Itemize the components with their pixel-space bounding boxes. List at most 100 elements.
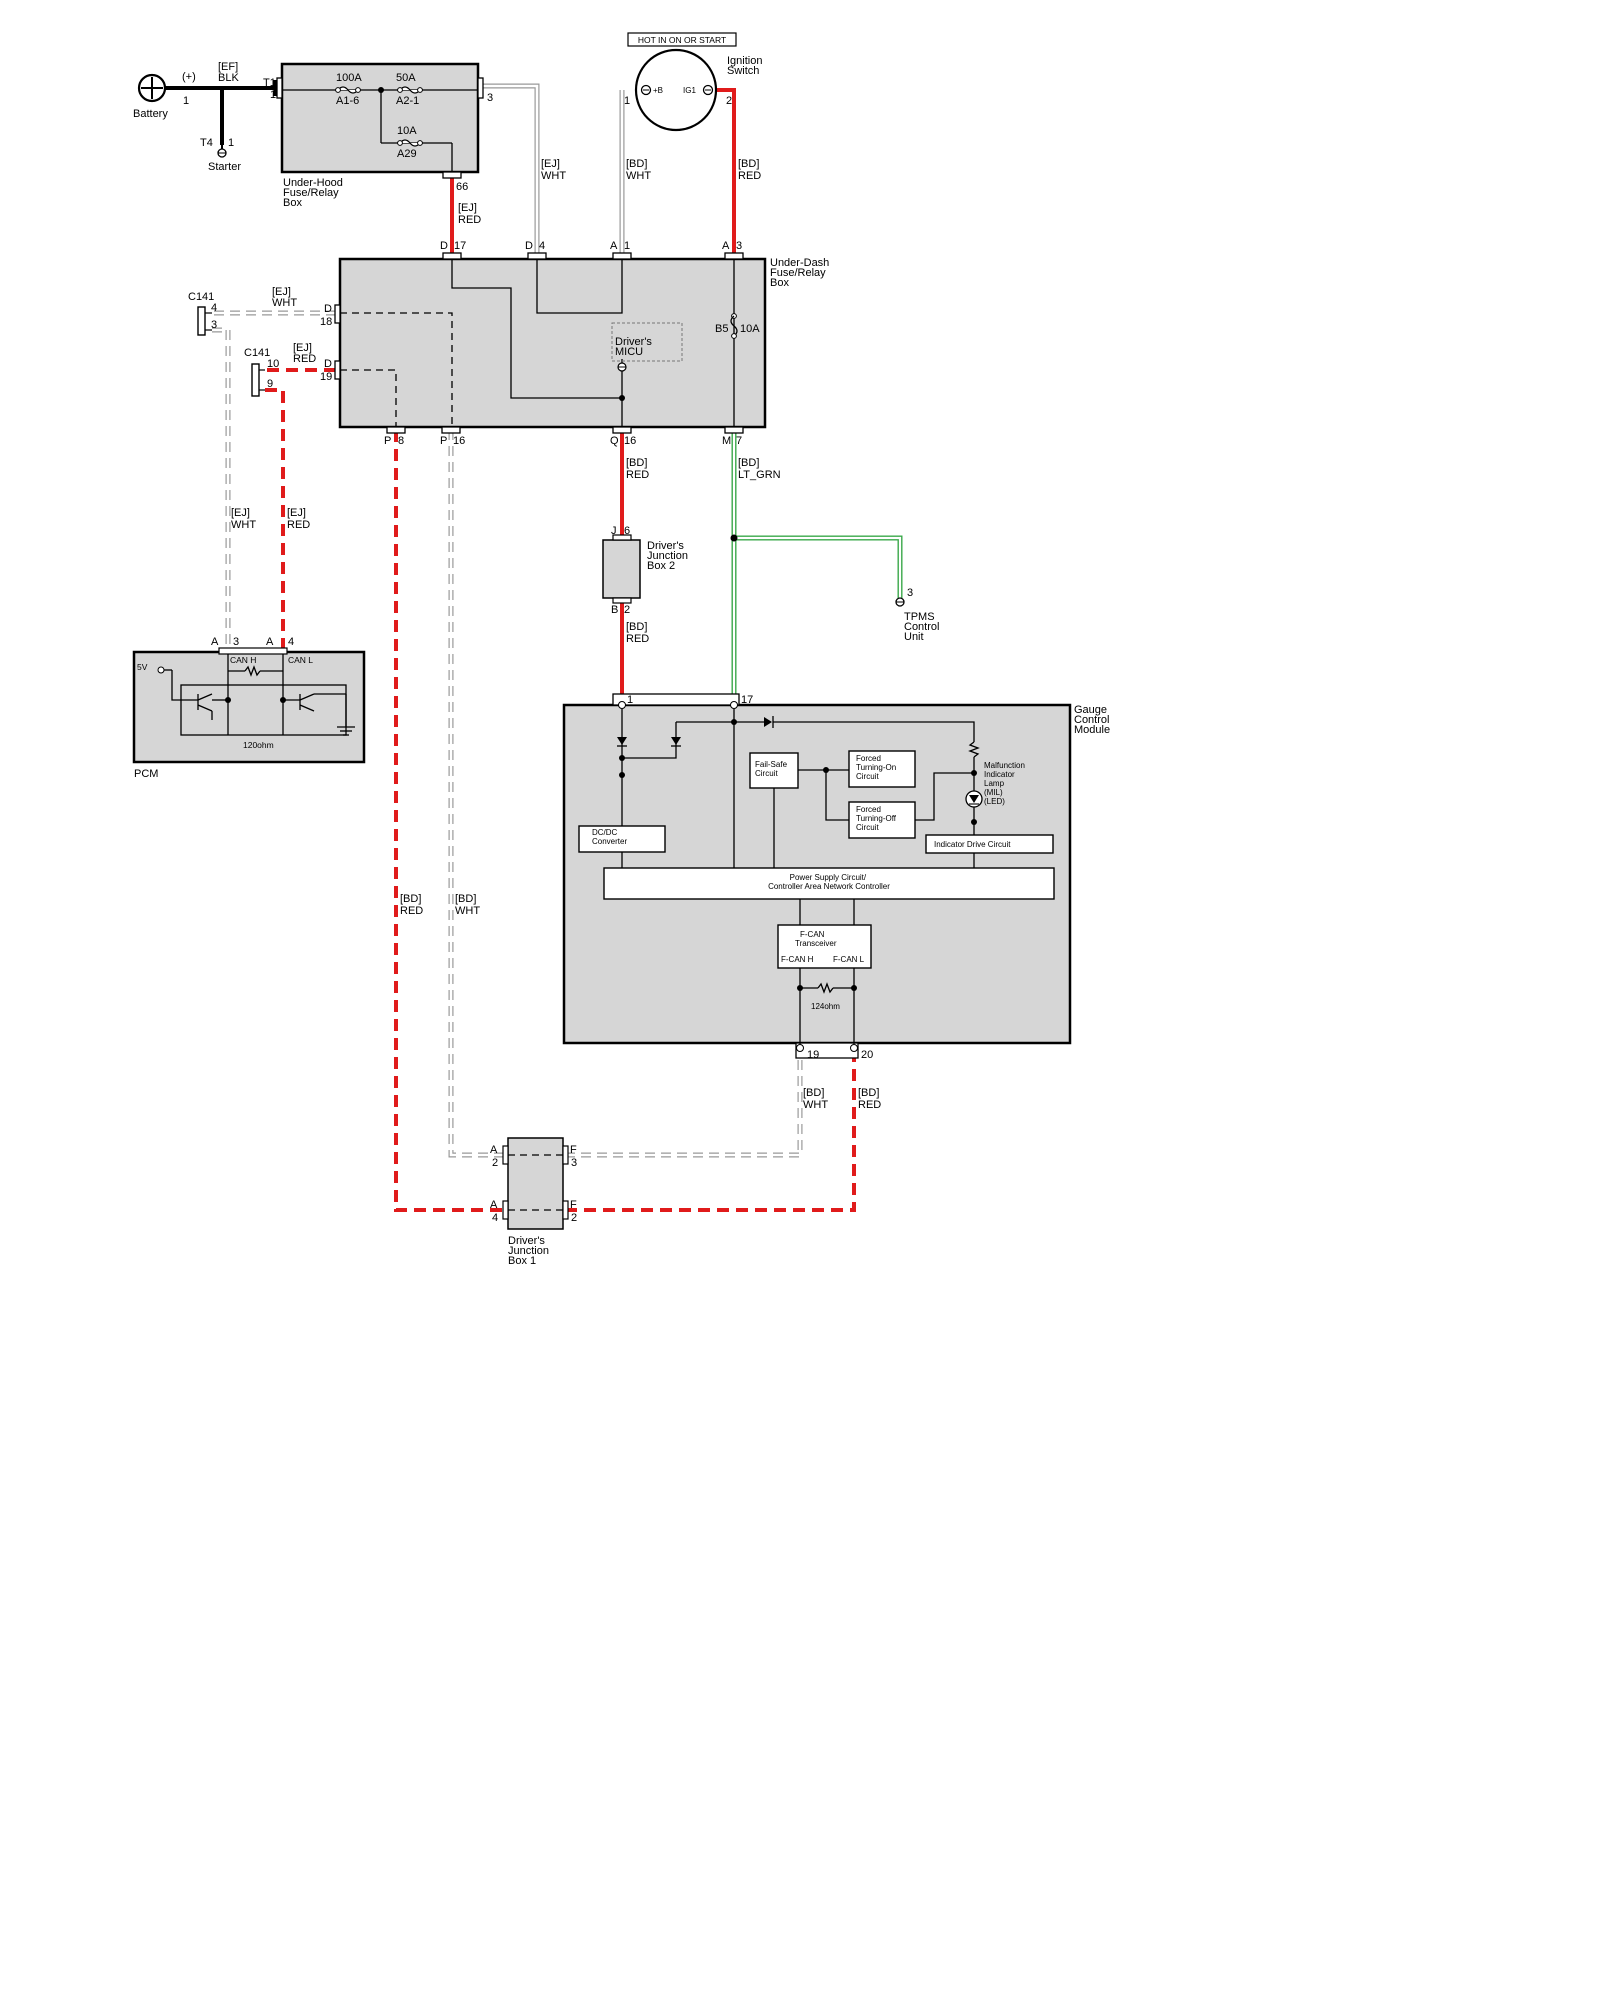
svg-text:1: 1 [228,137,234,149]
svg-text:M: M [722,435,731,447]
svg-text:A1-6: A1-6 [336,95,359,107]
svg-text:A: A [722,240,730,252]
svg-text:19: 19 [320,371,332,383]
mil-label: Malfunction Indicator Lamp (MIL) (LED) [984,761,1027,806]
svg-text:17: 17 [454,240,466,252]
label-bd-wht-ign: [BD] WHT [626,158,651,182]
ignition-switch: +B IG1 1 2 Ignition Switch [624,48,766,132]
svg-text:IG1: IG1 [683,86,696,95]
svg-text:T4: T4 [200,137,213,149]
svg-text:4: 4 [492,1212,498,1224]
svg-text:1: 1 [627,694,633,706]
svg-text:120ohm: 120ohm [243,740,274,750]
svg-text:8: 8 [398,435,404,447]
svg-text:F-CAN Transceiver: F-CAN Transceiver [795,930,837,948]
svg-text:Driver's MICU: Driver's MICU [615,336,655,358]
label-ej-wht-3: [EJ] WHT [541,158,566,182]
svg-text:B5: B5 [715,323,728,335]
gcm-name: Gauge Control Module [1074,704,1113,736]
svg-text:+B: +B [653,86,663,95]
svg-text:4: 4 [211,302,217,314]
svg-text:3: 3 [211,319,217,331]
svg-text:10A: 10A [740,323,760,335]
wire-labels: [EF] BLK [EJ] RED [EJ] WHT [BD] WHT [BD]… [218,61,881,1111]
label-ej-red-66: [EJ] RED [458,202,481,226]
svg-text:10A: 10A [397,125,417,137]
svg-text:P: P [384,435,391,447]
svg-text:1: 1 [624,95,630,107]
svg-text:T1: T1 [263,77,276,89]
svg-text:P: P [440,435,447,447]
fuse-100a: 100A A1-6 [335,72,362,107]
label-bd-red-p8: [BD] RED [400,893,424,917]
svg-text:HOT IN ON OR START: HOT IN ON OR START [638,35,726,45]
svg-text:A: A [490,1199,498,1211]
wire-ej-wht-pcm [212,327,231,648]
ignition-name: Ignition Switch [727,55,766,77]
wire-ej-wht-3 [483,83,540,256]
micu [611,322,683,362]
label-bd-red-b2: [BD] RED [626,621,650,645]
svg-text:100A: 100A [336,72,362,84]
indicator-drive-circuit [925,834,1054,854]
starter-label: Starter [208,161,241,173]
svg-text:Forced Turning-On: Forced Turning-On Circuit [856,754,898,781]
svg-text:Power Supply Circuit/ Co: Power Supply Circuit/ Controller Area Ne… [768,873,890,891]
label-ej-wht-pcm: [EJ] WHT [231,507,256,531]
svg-text:D: D [525,240,533,252]
underdash-name: Under-Dash Fuse/Relay Box [770,257,832,289]
svg-text:19: 19 [807,1049,819,1061]
battery-wires [163,80,277,150]
svg-text:CAN L: CAN L [288,655,313,665]
svg-text:F: F [570,1199,577,1211]
svg-text:F-CAN H: F-CAN H [781,955,814,964]
svg-text:DC/DC Converter: DC/DC Converter [592,828,627,846]
svg-text:16: 16 [453,435,465,447]
wire-bd-red-20 [565,1052,856,1212]
svg-text:1: 1 [183,95,189,107]
tpms-control-unit: 3 TPMS Control Unit [895,587,939,643]
svg-text:Q: Q [610,435,619,447]
drivers-junction-box-2: J 6 B 2 Driver's Junction Box 2 [602,525,691,616]
svg-text:9: 9 [267,378,273,390]
svg-text:16: 16 [624,435,636,447]
c141-connector-a: C141 4 3 [188,291,217,336]
label-ef-blk: [EF] BLK [218,61,241,84]
svg-text:A: A [266,636,274,648]
svg-text:3: 3 [487,92,493,104]
svg-text:50A: 50A [396,72,416,84]
svg-text:3: 3 [907,587,913,599]
svg-text:17: 17 [741,694,753,706]
svg-text:Forced Turning-Off: Forced Turning-Off Circuit [856,805,898,832]
svg-text:3: 3 [736,240,742,252]
svg-text:F-CAN L: F-CAN L [833,955,865,964]
djb1-name: Driver's Junction Box 1 [508,1235,552,1267]
svg-text:6: 6 [624,525,630,537]
power-supply-can-controller [603,867,1055,900]
svg-text:CAN H: CAN H [230,655,256,665]
svg-text:7: 7 [736,435,742,447]
svg-text:5V: 5V [137,662,148,672]
battery-plus: (+) [182,71,196,83]
label-bd-red-q16: [BD] RED [626,457,650,481]
wire-bd-wht-p16 [448,430,505,1158]
battery: Battery (+) 1 [133,71,196,120]
fcan-transceiver [777,924,872,969]
wire-bd-wht-19 [565,1052,803,1158]
svg-text:2: 2 [492,1157,498,1169]
wire-bd-red-ig1 [710,88,736,256]
svg-text:C141: C141 [244,347,270,359]
svg-text:Fail-Safe Circuit: Fail-Safe Circuit [755,760,789,778]
fuse-10a: 10A A29 [397,125,423,160]
pcm-name: PCM [134,768,158,780]
wire-bd-red-p8 [394,430,505,1212]
fuse-50a: 50A A2-1 [396,72,423,107]
pcm: A 3 A 4 CAN H CAN L 5V 120ohm [132,636,366,780]
gauge-control-module: 1 17 19 20 DC/ [562,693,1113,1061]
djb2-name: Driver's Junction Box 2 [647,540,691,572]
battery-label: Battery [133,108,168,120]
svg-text:1: 1 [624,240,630,252]
svg-text:3: 3 [233,636,239,648]
underdash-fuse-box: D 17 D 4 A 1 A 3 D 18 D 19 P 8 P 16 Q 16… [320,240,832,447]
